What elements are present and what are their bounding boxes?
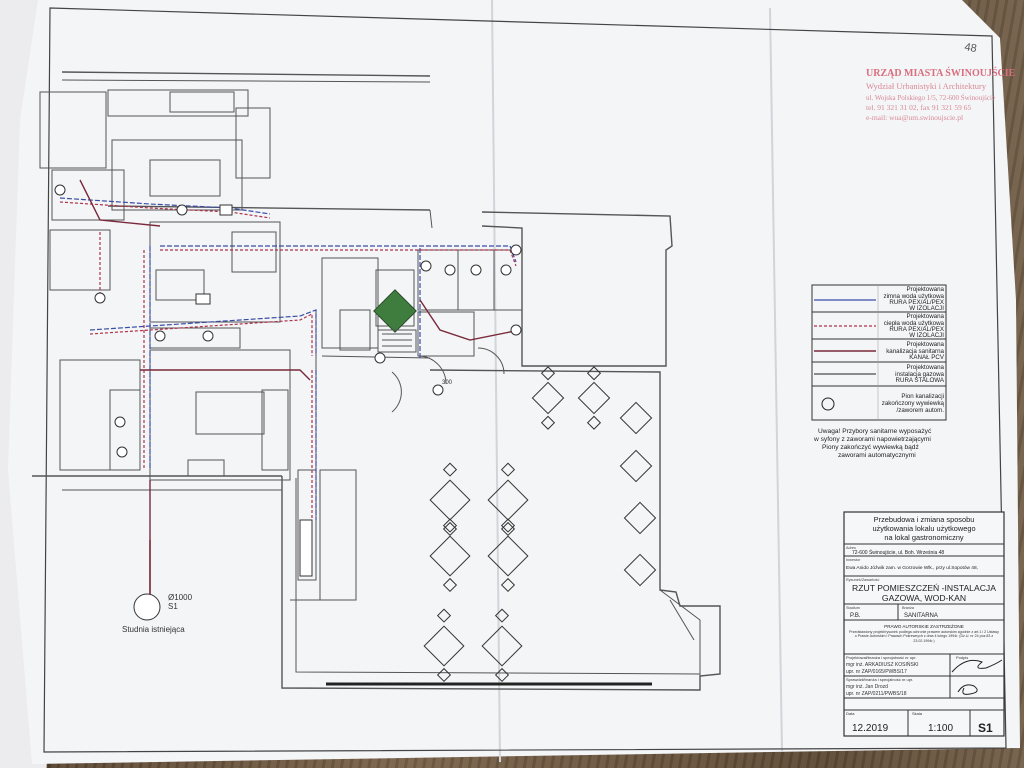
legend-item-4-line-3: RURA STALOWA (896, 377, 945, 384)
title-block: Przebudowa i zmiana sposobu użytkowania … (843, 511, 1005, 737)
legend-symbol-vent (821, 397, 835, 411)
legend-item-1-line-4: W IZOLACJI (909, 305, 944, 312)
legend-item-4-line-1: Projektowana (907, 364, 945, 371)
checker-signature (957, 684, 978, 695)
project-title-line-2: użytkowania lokalu użytkowego (872, 524, 975, 533)
well-label: Studnia istniejąca (122, 625, 185, 634)
legend-item-5-line-2: zakończony wywiewką (882, 400, 945, 407)
branch-value: SANITARNA (904, 613, 938, 619)
legend-item-1-line-2: zimna woda użytkowa (883, 293, 944, 300)
legend-item-2-line-2: ciepła woda użytkowa (884, 320, 945, 327)
office-stamp: URZĄD MIASTA ŚWINOUJŚCIE Wydział Urbanis… (866, 67, 1016, 122)
drawing-title-line-1: RZUT POMIESZCZEŃ -INSTALACJA (852, 583, 996, 593)
address-value: 72-600 Świnoujście, ul. Boh. Września 48 (852, 548, 944, 556)
floor-plan (32, 71, 721, 691)
designer-name: mgr inż. ARKADIUSZ KOSIŃSKI (846, 661, 919, 668)
legend-item-5-line-1: Pion kanalizacji (901, 393, 944, 400)
well-code: S1 (168, 602, 178, 611)
stamp-line-4: tel. 91 321 31 02, fax 91 321 59 65 (866, 103, 971, 112)
hot-water-pipes (59, 201, 517, 520)
legend-frame (811, 284, 947, 421)
investor-label: Inwestor (846, 558, 861, 562)
dining-tables (423, 366, 657, 683)
stamp-line-3: ul. Wojska Polskiego 1/5, 72-600 Świnouj… (866, 94, 995, 102)
designer-signature (951, 659, 1003, 673)
stamp-line-2: Wydział Urbanistyki i Architektury (866, 81, 987, 91)
project-title-line-3: na lokal gastronomiczny (884, 533, 964, 542)
handwritten-sheet-number: 48 (963, 41, 977, 55)
fold-line (769, 7, 783, 753)
stage-value: P.B. (850, 613, 861, 619)
legend-item-3-line-3: KANAŁ PCV (909, 354, 945, 361)
sheet-number: S1 (978, 721, 993, 735)
checker-role: Sprawdził/branża i specjalność nr upr. (846, 677, 913, 682)
level-mark: 300 (442, 380, 453, 386)
stage-label: Stadium (846, 606, 860, 610)
legend: Projektowana zimna woda użytkowa RURA PE… (811, 284, 947, 459)
legend-item-4-line-2: instalacja gazowa (895, 371, 944, 378)
project-title-line-1: Przebudowa i zmiana sposobu (874, 515, 975, 524)
fold-line (491, 0, 501, 763)
legend-note-line-1: Uwaga! Przybory sanitarne wyposażyć (818, 428, 932, 435)
stamp-line-1: URZĄD MIASTA ŚWINOUJŚCIE (866, 67, 1016, 79)
stamp-line-5: e-mail: wua@um.swinoujscie.pl (866, 113, 963, 122)
date-label: Data (846, 711, 855, 716)
legend-note-line-2: w syfony z zaworami napowietrzającymi (813, 436, 931, 443)
copyright-text: Przedstawiony projekt/rysunek podlega oc… (849, 630, 999, 643)
legend-item-1-line-1: Projektowana (907, 286, 945, 293)
checker-license: upr. nr ZAP/0211/PWBS/18 (846, 691, 907, 697)
cold-water-pipes (59, 197, 517, 520)
investor-value: Ewa Anido Jóźwik zam. w Gorzowie Wlk., p… (846, 565, 978, 571)
designer-role: Projektował/branża i specjalność nr upr. (846, 655, 916, 660)
drawing-frame (43, 7, 1007, 753)
legend-note-line-3: Piony zakończyć wywiewką bądź (822, 444, 919, 451)
well-diameter: Ø1000 (168, 593, 193, 602)
existing-well: Ø1000 S1 Studnia istniejąca (122, 540, 193, 634)
sanitary-fixtures (54, 184, 522, 577)
legend-item-2-line-4: W IZOLACJI (909, 332, 944, 339)
signature-label: Podpis (956, 655, 968, 660)
drawing-label: Rysunek/Zawartość (846, 578, 879, 582)
scale-value: 1:100 (928, 723, 953, 734)
copyright-text-box: Przedstawiony projekt/rysunek podlega oc… (849, 630, 999, 643)
legend-item-2-line-3: RURA PEX/AL/PEX (889, 326, 944, 333)
scale-label: Skala (912, 711, 923, 716)
legend-item-1-line-3: RURA PEX/AL/PEX (889, 299, 944, 306)
title-block-frame (843, 511, 1005, 737)
checker-name: mgr inż. Jan Drozd (846, 684, 888, 690)
designer-license: upr. nr ZAP/0165/PWBS/17 (846, 669, 907, 675)
address-label: Adres (846, 546, 856, 550)
legend-note-line-4: zaworami automatycznymi (838, 452, 916, 459)
legend-item-3-line-2: kanalizacja sanitarna (886, 348, 944, 355)
legend-item-3-line-1: Projektowana (907, 341, 945, 348)
branch-label: Branża (902, 606, 915, 610)
legend-item-5-line-3: /zaworem autom. (897, 407, 945, 414)
copyright-title: PRAWO AUTORSKIE ZASTRZEŻONE (884, 623, 964, 629)
legend-item-2-line-1: Projektowana (907, 313, 945, 320)
paper-sheet (8, 0, 1020, 764)
date-value: 12.2019 (852, 723, 889, 734)
drawing-title-line-2: GAZOWA, WOD-KAN (882, 593, 966, 603)
